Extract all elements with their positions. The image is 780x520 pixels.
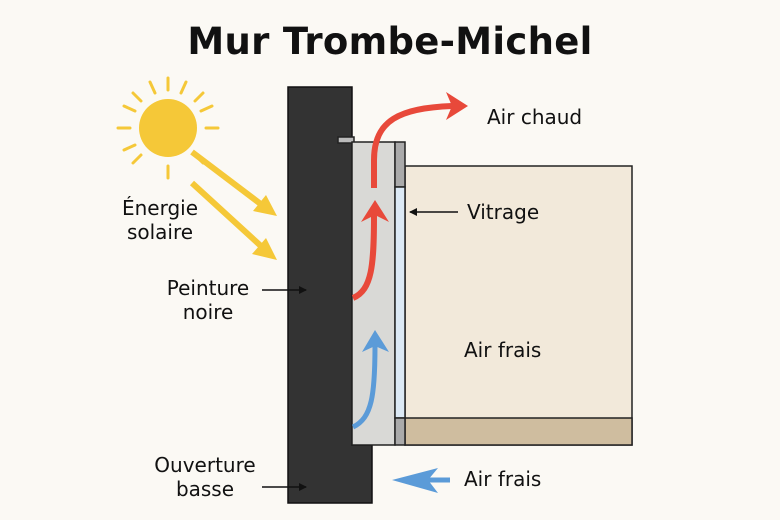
solar-ray-arrows — [189, 149, 277, 260]
floor — [404, 417, 633, 446]
low-opening-line1: Ouverture — [154, 453, 256, 477]
top-ledge — [337, 136, 355, 144]
cold-inlet-arrowhead — [392, 468, 438, 493]
diagram-title: Mur Trombe-Michel — [187, 20, 593, 63]
solar-energy-line2: solaire — [126, 220, 194, 244]
black-paint-line2: noire — [182, 300, 234, 324]
low-opening-line2: basse — [175, 477, 235, 501]
solar-energy-label: Énergie solaire — [105, 196, 215, 244]
low-opening-label: Ouverture basse — [140, 453, 270, 501]
black-paint-label: Peinture noire — [148, 276, 268, 324]
solar-energy-line1: Énergie — [121, 196, 199, 220]
cold-air-arrow-cavity — [351, 344, 378, 430]
glazing-frame-bottom — [394, 417, 406, 446]
glazing — [394, 186, 406, 419]
fresh-air-inlet-label: Air frais — [464, 467, 542, 491]
hot-air-label: Air chaud — [487, 105, 583, 129]
fresh-air-room-label: Air frais — [464, 338, 542, 362]
hot-arrowhead-exit — [446, 92, 468, 120]
hot-arrowhead — [361, 200, 389, 222]
hot-air-arrows — [351, 103, 453, 301]
black-paint-line1: Peinture — [166, 276, 250, 300]
glazing-label: Vitrage — [467, 200, 540, 224]
sun-icon — [116, 76, 220, 180]
glazing-frame-top — [394, 141, 406, 188]
cold-arrowhead — [362, 330, 389, 352]
